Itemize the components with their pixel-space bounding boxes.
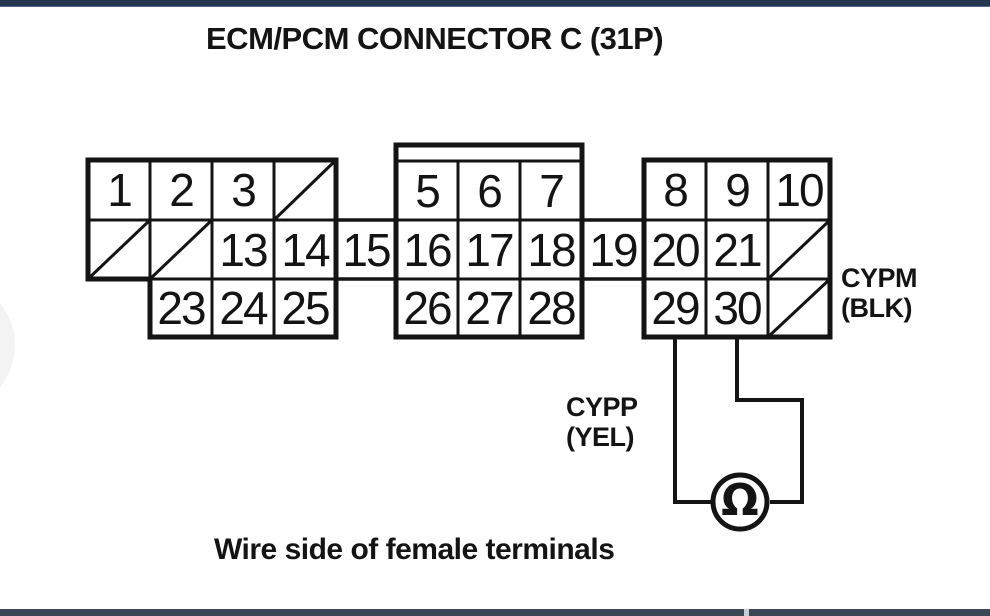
terminal-cell-3: 3 (231, 164, 257, 216)
diagram-caption: Wire side of female terminals (214, 533, 615, 566)
terminal-cell-9: 9 (725, 164, 751, 216)
test-wires (673, 337, 804, 504)
terminal-cell-21: 21 (713, 223, 762, 276)
terminal-cell-18: 18 (527, 223, 576, 276)
terminal-cell-29: 29 (651, 282, 700, 334)
wire-label-cypp-name: CYPP (566, 392, 638, 422)
ohmmeter-icon (710, 472, 770, 532)
wire-terminal-29 (673, 337, 712, 504)
terminal-cell-19: 19 (589, 223, 638, 276)
page-title: ECM/PCM CONNECTOR C (31P) (206, 21, 664, 56)
terminal-cell-6: 6 (477, 164, 503, 217)
wire-label-cypp-color: (YEL) (566, 422, 634, 452)
terminal-cell-26: 26 (403, 282, 452, 334)
terminal-cell-14: 14 (281, 223, 330, 276)
terminal-cell-15: 15 (342, 223, 391, 276)
terminal-cell-25: 25 (281, 282, 330, 334)
terminal-cell-20: 20 (651, 223, 700, 276)
ohm-symbol: Ω (721, 474, 759, 526)
bottom-edge-bar (0, 609, 990, 616)
connector-outline (85, 142, 833, 532)
wire-label-cypm: CYPM (BLK) (841, 263, 918, 323)
terminal-cell-17: 17 (465, 223, 514, 276)
wire-terminal-30 (735, 337, 804, 504)
blank-cell-slashes (86, 158, 832, 339)
terminal-cell-27: 27 (465, 282, 514, 334)
terminal-cell-30: 30 (713, 282, 762, 334)
terminal-cell-1: 1 (107, 164, 133, 216)
terminal-cell-2: 2 (169, 164, 195, 216)
terminal-cell-24: 24 (219, 282, 268, 334)
top-edge-bar (0, 0, 990, 7)
grid-lines (88, 159, 830, 337)
terminal-cell-16: 16 (403, 223, 452, 276)
bridge-cell-borders (334, 218, 646, 281)
terminal-cell-10: 10 (775, 164, 824, 216)
wire-label-cypm-color: (BLK) (841, 293, 912, 323)
terminal-cell-23: 23 (157, 282, 206, 334)
terminal-cell-28: 28 (527, 282, 576, 334)
bottom-bar-divider (744, 609, 749, 616)
terminal-cell-5: 5 (415, 164, 441, 217)
terminal-cell-7: 7 (539, 164, 565, 217)
terminal-cell-8: 8 (663, 164, 689, 216)
middle-block-outline (393, 142, 585, 340)
terminal-cell-13: 13 (219, 223, 268, 276)
wire-label-cypp: CYPP (YEL) (566, 392, 638, 452)
wire-label-cypm-name: CYPM (841, 263, 918, 293)
